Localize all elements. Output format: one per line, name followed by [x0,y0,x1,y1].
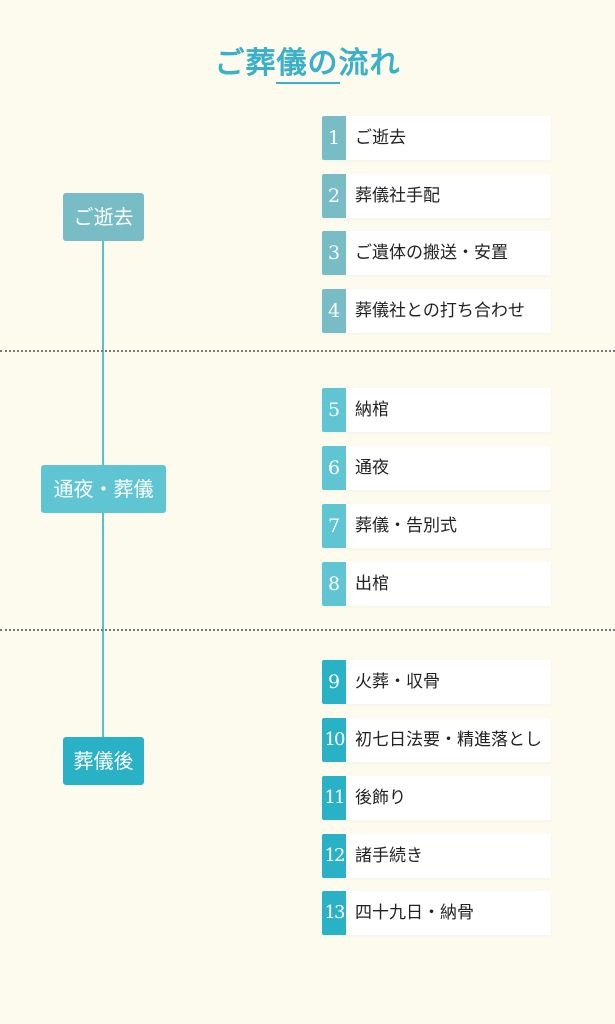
step-item: 8 出棺 [322,562,551,606]
section-divider [0,350,615,352]
step-label: ご逝去 [355,128,406,148]
step-item: 2 葬儀社手配 [322,174,551,218]
title-underline [276,82,340,84]
step-item: 13 四十九日・納骨 [322,891,551,935]
step-number: 10 [322,718,346,762]
step-number: 2 [322,174,346,218]
step-item: 7 葬儀・告別式 [322,504,551,548]
step-item: 6 通夜 [322,446,551,490]
step-item: 10 初七日法要・精進落とし [322,718,551,762]
step-item: 4 葬儀社との打ち合わせ [322,289,551,333]
step-label: 葬儀社手配 [355,186,440,206]
step-label: 後飾り [355,788,406,808]
step-label: 葬儀社との打ち合わせ [355,301,525,321]
step-item: 11 後飾り [322,776,551,820]
step-label: 初七日法要・精進落とし [355,730,542,750]
step-number: 5 [322,388,346,432]
step-label: 出棺 [355,574,389,594]
step-label: ご遺体の搬送・安置 [355,243,508,263]
step-number: 9 [322,660,346,704]
section-divider [0,629,615,631]
step-number: 11 [322,776,346,820]
step-label: 火葬・収骨 [355,672,440,692]
step-number: 6 [322,446,346,490]
step-number: 7 [322,504,346,548]
step-item: 9 火葬・収骨 [322,660,551,704]
step-item: 5 納棺 [322,388,551,432]
step-item: 12 諸手続き [322,834,551,878]
step-label: 葬儀・告別式 [355,516,457,536]
page-title: ご葬儀の流れ [214,46,401,81]
step-number: 3 [322,231,346,275]
phase-label-death: ご逝去 [63,193,144,241]
step-label: 通夜 [355,458,389,478]
step-number: 4 [322,289,346,333]
step-label: 四十九日・納骨 [355,903,474,923]
phase-label-after-funeral: 葬儀後 [63,737,144,785]
step-label: 諸手続き [355,846,423,866]
step-label: 納棺 [355,400,389,420]
phase-label-wake-funeral: 通夜・葬儀 [41,465,166,513]
step-item: 3 ご遺体の搬送・安置 [322,231,551,275]
step-number: 13 [322,891,346,935]
step-number: 1 [322,116,346,160]
step-number: 8 [322,562,346,606]
step-item: 1 ご逝去 [322,116,551,160]
step-number: 12 [322,834,346,878]
